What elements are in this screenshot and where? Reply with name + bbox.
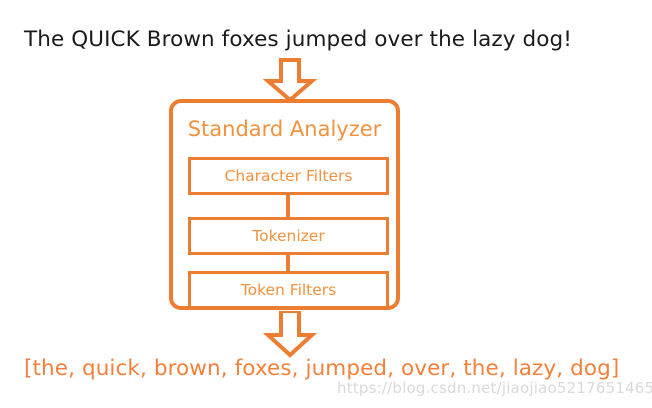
stage-character-filters: Character Filters	[188, 157, 389, 195]
input-text: The QUICK Brown foxes jumped over the la…	[24, 27, 573, 52]
watermark-text: https://blog.csdn.net/jiaojiao5217651465…	[337, 379, 652, 397]
stage-tokenizer: Tokenizer	[188, 217, 389, 255]
output-arrow-icon	[261, 311, 319, 358]
connector-character-filters-to-tokenizer	[286, 194, 290, 220]
stage-character-filters-label: Character Filters	[224, 167, 353, 185]
input-arrow-icon	[261, 57, 319, 103]
output-token-list: [the, quick, brown, foxes, jumped, over,…	[24, 356, 620, 381]
analyzer-title: Standard Analyzer	[187, 117, 382, 141]
standard-analyzer-box: Standard Analyzer Character Filters Toke…	[169, 99, 400, 310]
stage-token-filters-label: Token Filters	[240, 281, 337, 299]
stage-tokenizer-label: Tokenizer	[252, 227, 325, 245]
connector-tokenizer-to-token-filters	[286, 254, 290, 274]
stage-token-filters: Token Filters	[188, 271, 389, 309]
